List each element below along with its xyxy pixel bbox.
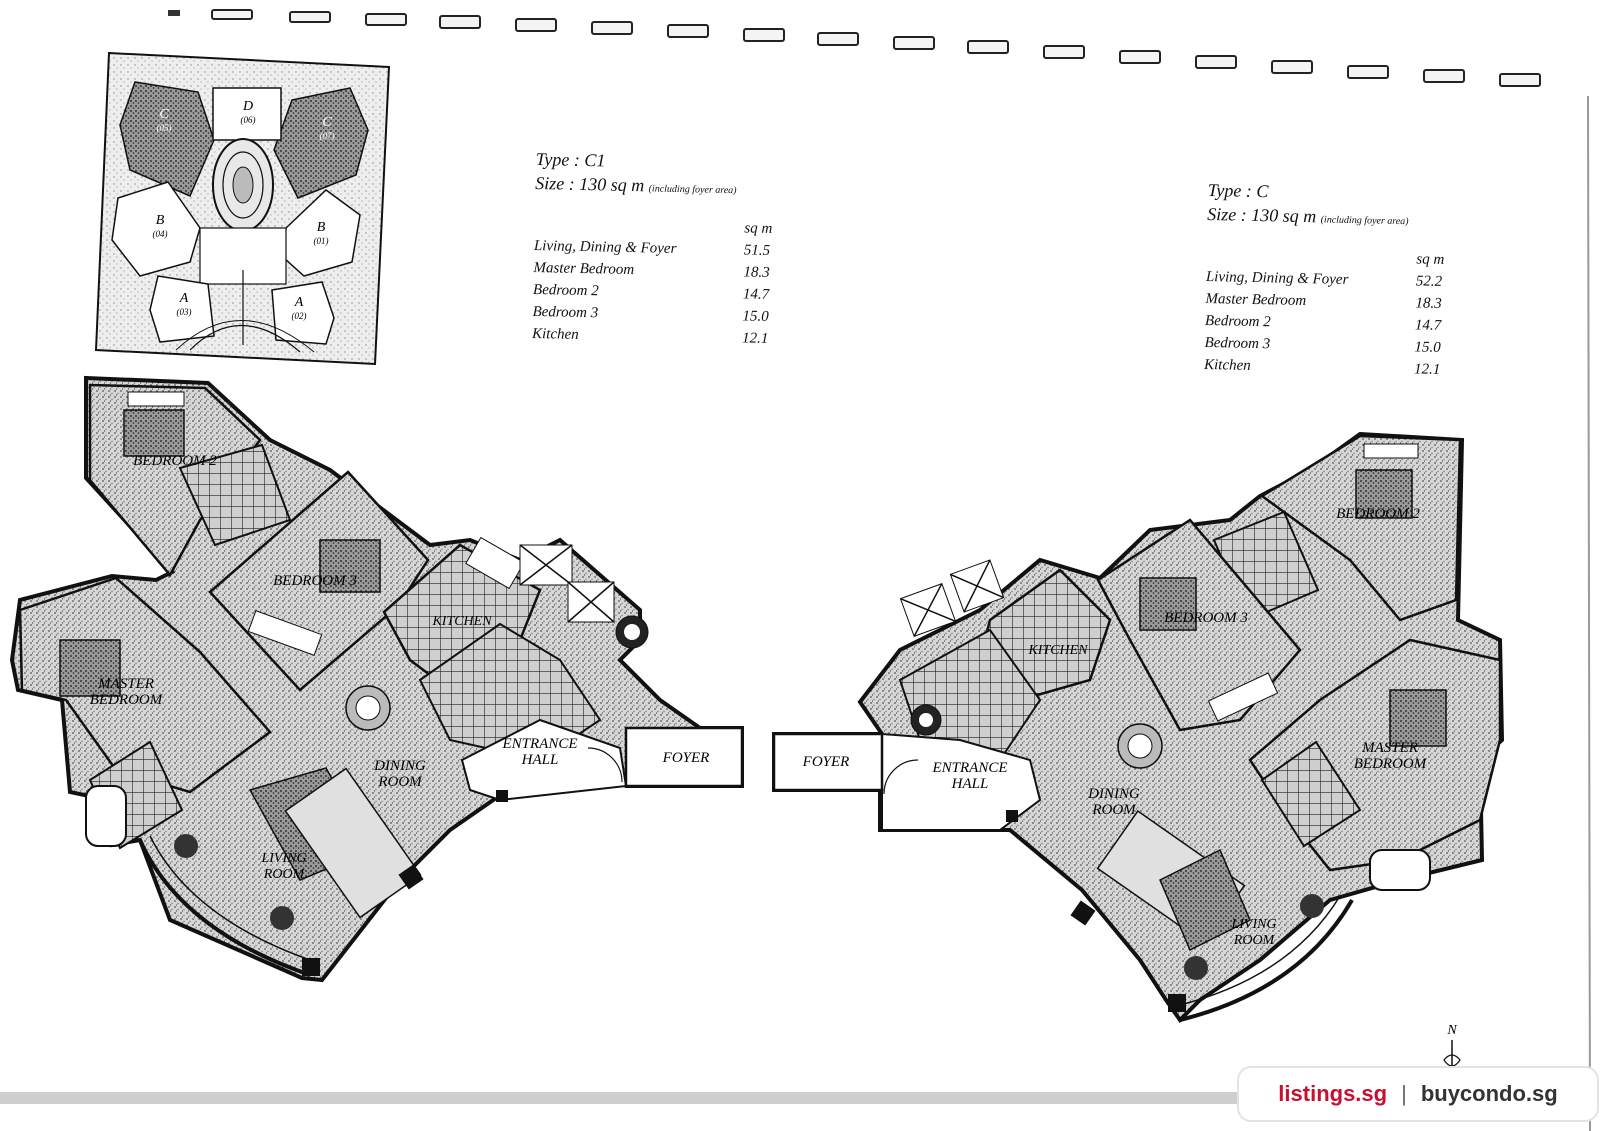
c-label-living-1: LIVING	[1230, 917, 1276, 932]
site-unit-a03-number: (03)	[177, 307, 192, 317]
c1-size-note: (including foyer area)	[648, 183, 737, 197]
watermark-separator: |	[1401, 1081, 1407, 1106]
c-room-area: 18.3	[1415, 295, 1442, 312]
c1-room-area: 51.5	[743, 242, 771, 259]
c1-room-area: 15.0	[742, 308, 769, 325]
scan-edge-right	[1587, 95, 1591, 1131]
c-label-master-2: BEDROOM	[1354, 756, 1428, 772]
c1-label-foyer: FOYER	[662, 750, 710, 766]
c-label-bedroom3: BEDROOM 3	[1164, 610, 1248, 626]
c-label-entrance-2: HALL	[951, 776, 989, 792]
site-unit-a03-letter: A	[179, 291, 189, 306]
site-unit-c07-number: (07)	[320, 131, 335, 141]
c1-label-living-2: ROOM	[263, 867, 306, 882]
c-room-name: Kitchen	[1203, 356, 1251, 374]
site-unit-a02-letter: A	[294, 295, 304, 310]
site-unit-c05-number: (05)	[157, 123, 172, 133]
c-room-area: 12.1	[1413, 361, 1441, 378]
site-unit-b04-letter: B	[156, 213, 165, 228]
c1-label-master-2: BEDROOM	[90, 692, 164, 708]
site-unit-b01-number: (01)	[314, 236, 329, 246]
site-key-plan: D (06) C (05) C (07) B (04) B (01) A (03…	[94, 51, 391, 366]
c1-room-area: 12.1	[741, 330, 769, 347]
c-label-master-1: MASTER	[1361, 740, 1418, 756]
c1-room-area: 14.7	[742, 286, 770, 303]
c1-label-bedroom2: BEDROOM 2	[133, 453, 217, 469]
c-label-living-2: ROOM	[1233, 933, 1276, 948]
c1-room-name: Kitchen	[531, 325, 579, 343]
c-label-bedroom2: BEDROOM 2	[1336, 506, 1420, 522]
c1-label-entrance-2: HALL	[521, 752, 559, 768]
c-size-note: (including foyer area)	[1320, 214, 1409, 228]
c1-label-bedroom3: BEDROOM 3	[273, 573, 357, 589]
c-label-dining-1: DINING	[1087, 786, 1140, 802]
c-label-dining-2: ROOM	[1091, 802, 1137, 818]
c1-label-living-1: LIVING	[260, 851, 306, 866]
c1-label-kitchen: KITCHEN	[431, 614, 492, 629]
site-unit-a02-number: (02)	[292, 311, 307, 321]
site-unit-d-number: (06)	[241, 115, 256, 125]
c1-room-area: 18.3	[743, 264, 770, 281]
site-unit-d-letter: D	[242, 99, 253, 114]
c1-size-text: Size : 130 sq m	[535, 172, 645, 196]
c1-label-master-1: MASTER	[97, 676, 154, 692]
watermark-listings: listings.sg	[1278, 1081, 1388, 1106]
c-room-area: 52.2	[1415, 273, 1443, 290]
c-room-area: 15.0	[1414, 339, 1441, 356]
c1-label-entrance-1: ENTRANCE	[501, 736, 577, 752]
c-unit-header: sq m	[1416, 251, 1445, 268]
site-unit-b04-number: (04)	[153, 229, 168, 239]
c-label-foyer: FOYER	[802, 754, 850, 770]
c-size-line: Size : 130 sq m (including foyer area)	[1207, 202, 1445, 235]
north-label: N	[1446, 1023, 1457, 1038]
spec-block-c1: Type : C1 Size : 130 sq m (including foy…	[532, 147, 774, 350]
c-room-area: 14.7	[1414, 317, 1442, 334]
binder-holes	[168, 9, 1541, 87]
c-label-entrance-1: ENTRANCE	[931, 760, 1007, 776]
c1-unit-header: sq m	[744, 220, 773, 237]
floor-plan-c1: BEDROOM 2 BEDROOM 3 KITCHEN MASTER BEDRO…	[9, 375, 744, 983]
c1-label-dining-1: DINING	[373, 758, 426, 774]
c-size-text: Size : 130 sq m	[1207, 203, 1317, 227]
watermark-badge: listings.sg | buycondo.sg	[1237, 1066, 1599, 1122]
scan-shadow-bottom	[0, 1092, 1240, 1104]
c1-size-line: Size : 130 sq m (including foyer area)	[535, 171, 773, 204]
site-unit-c05-letter: C	[159, 107, 169, 122]
site-unit-b01-letter: B	[317, 220, 326, 235]
floor-plan-c: N BEDROOM 2 BEDROOM 3 KITCHEN MASTER BED…	[772, 431, 1505, 1082]
spec-block-c: Type : C Size : 130 sq m (including foye…	[1204, 178, 1446, 381]
c-label-kitchen: KITCHEN	[1027, 643, 1088, 658]
site-unit-c07-letter: C	[322, 115, 332, 130]
watermark-buycondo: buycondo.sg	[1420, 1081, 1558, 1106]
c1-label-dining-2: ROOM	[377, 774, 423, 790]
